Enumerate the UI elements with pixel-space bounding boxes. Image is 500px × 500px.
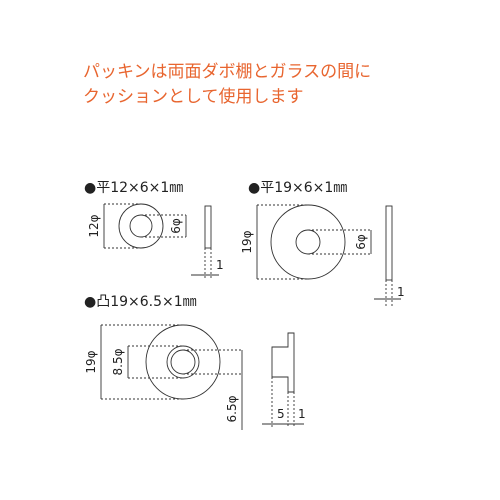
usage-note-line-2: クッションとして使用します [83, 87, 304, 107]
washer-19-hole-circle [295, 229, 321, 255]
part-flat-12-label: ●平12×6×1㎜ [84, 180, 183, 196]
washer-12-outer-dim: 12φ [87, 214, 101, 237]
part-flat-12: ●平12×6×1㎜ 12φ 6φ 1 [84, 180, 224, 278]
washer-12-hole-dim: 6φ [169, 218, 183, 234]
part-flat-19-label: ●平19×6×1㎜ [248, 180, 347, 196]
part-flat-19: ●平19×6×1㎜ 19φ 6φ 1 [240, 180, 405, 306]
washer-19-side-view [385, 205, 393, 281]
washer-19-hole-dim: 6φ [354, 234, 368, 250]
washer-12-hole-circle [129, 214, 153, 238]
convex-hole-dim: 6.5φ [225, 395, 239, 422]
convex-hole-circle [170, 349, 196, 375]
convex-outer-circle [145, 324, 221, 400]
convex-outer-dim: 19φ [84, 350, 98, 373]
convex-boss-circle [166, 345, 200, 379]
convex-boss-height-dim: 5 [277, 407, 285, 421]
convex-boss-dim: 8.5φ [111, 348, 125, 375]
washer-12-outer-circle [118, 203, 164, 249]
washer-12-side-view [204, 205, 212, 249]
convex-side-view [271, 332, 295, 393]
washer-19-thickness-dim: 1 [397, 285, 405, 299]
washer-19-outer-circle [270, 204, 346, 280]
usage-note: パッキンは両面ダボ棚とガラスの間に クッションとして使用します [83, 60, 371, 110]
part-convex-19: ●凸19×6.5×1㎜ 19φ 8.5φ 6.5φ 5 1 [84, 294, 306, 430]
washer-19-outer-dim: 19φ [240, 230, 254, 253]
part-convex-19-label: ●凸19×6.5×1㎜ [84, 294, 197, 310]
usage-note-line-1: パッキンは両面ダボ棚とガラスの間に [83, 62, 372, 82]
convex-thickness-dim: 1 [298, 407, 306, 421]
washer-12-thickness-dim: 1 [216, 258, 224, 272]
